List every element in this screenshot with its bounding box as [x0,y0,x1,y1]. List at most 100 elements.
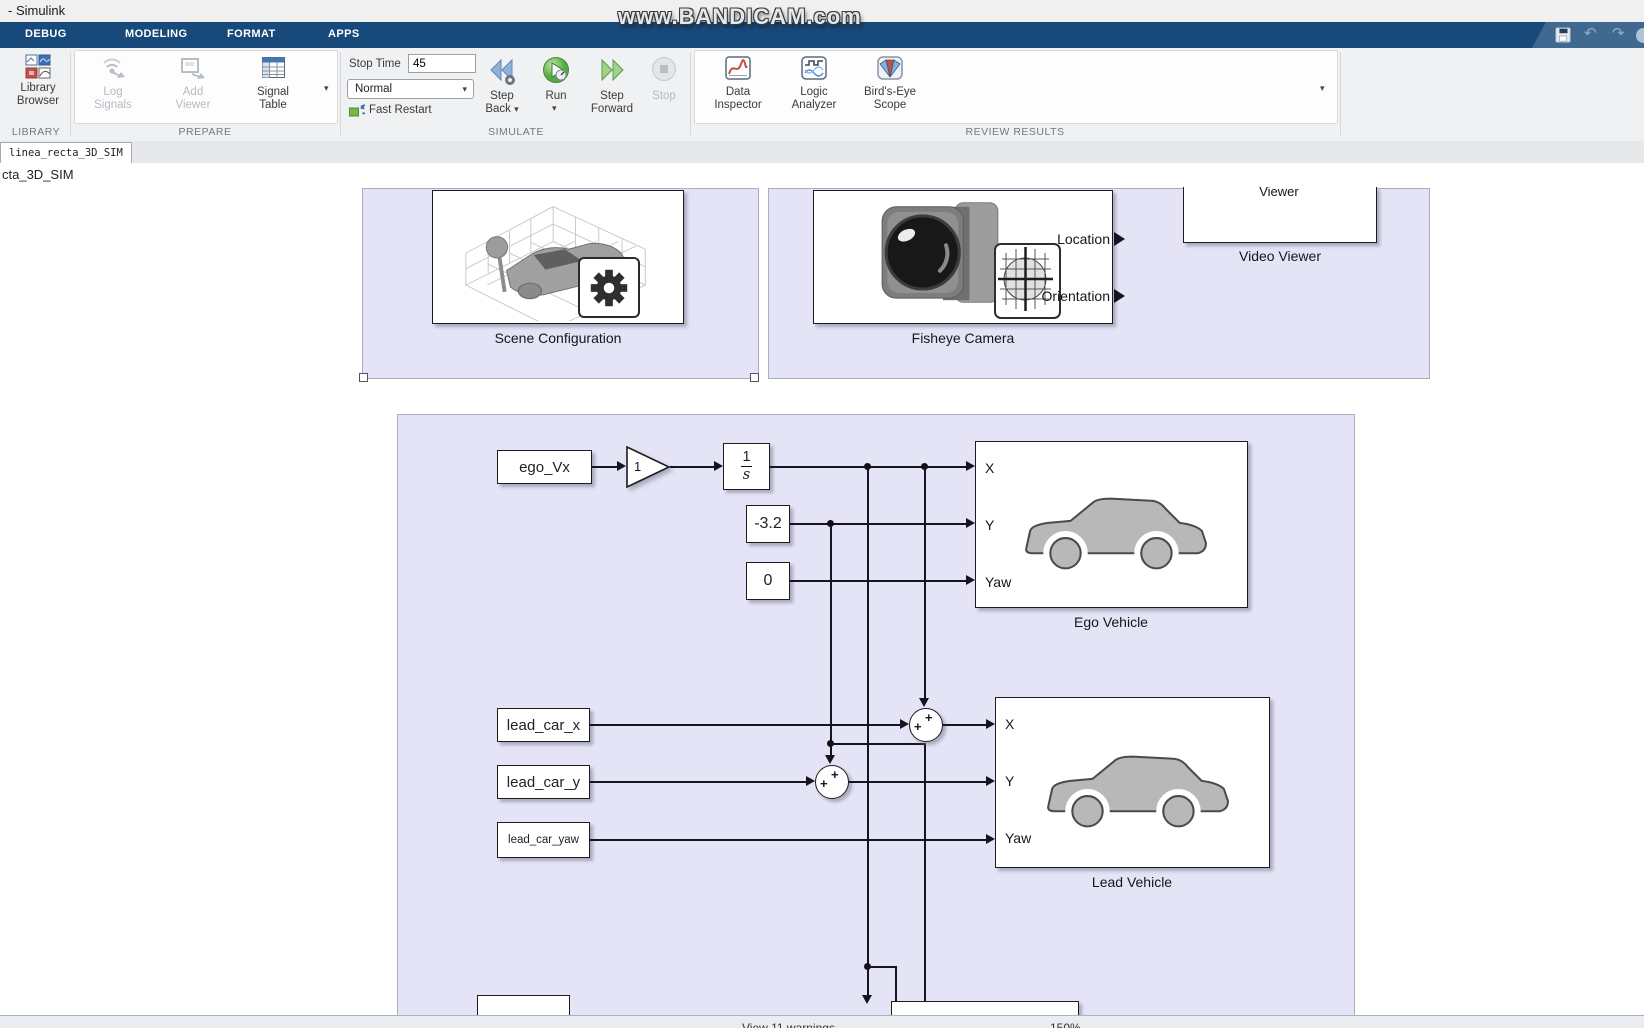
arrowhead [986,719,995,729]
arrowhead [966,461,975,471]
signal-table-button[interactable]: Signal Table [246,54,300,122]
signal-line[interactable] [590,781,806,783]
review-more-button[interactable]: ▾ [1320,83,1325,93]
signal-line[interactable] [867,966,869,996]
section-label-simulate: SIMULATE [488,126,544,138]
tab-format[interactable]: FORMAT [227,28,276,40]
log-signals-label: Log Signals [94,86,132,111]
signal-line[interactable] [924,743,926,1028]
signal-line[interactable] [590,839,987,841]
lead-car-yaw-label: lead_car_yaw [508,834,579,846]
video-viewer-block[interactable]: Viewer [1183,187,1377,243]
junction-dot [921,463,928,470]
window-title: - Simulink [8,3,66,18]
signal-line[interactable] [592,466,618,468]
gain-block[interactable]: 1 [626,445,671,493]
add-viewer-icon [179,56,207,87]
tab-debug[interactable]: DEBUG [25,28,67,40]
signal-line[interactable] [590,724,900,726]
ribbon-divider [690,52,691,136]
junction-dot [864,463,871,470]
redo-icon[interactable]: ↷ [1612,25,1625,42]
save-icon[interactable] [1554,26,1572,48]
run-options-caret[interactable]: ▾ [552,103,557,113]
arrowhead [806,776,815,786]
port-label-orientation: Orientation [1041,288,1110,304]
port-label-y: Y [985,517,995,533]
scene-configuration-block[interactable] [432,190,684,324]
stop-time-input[interactable] [408,54,476,73]
lead-car-x-source-block[interactable]: lead_car_x [497,708,590,742]
run-icon [542,56,570,89]
port-label-y: Y [1005,773,1015,789]
quick-access-toolbar: ↶ ↷ [1532,22,1644,48]
step-forward-label: Step Forward [590,90,634,115]
port-label-yaw: Yaw [1005,830,1032,846]
signal-line[interactable] [924,467,926,698]
output-port-icon [1114,289,1125,303]
birdseye-scope-button[interactable]: Bird's-Eye Scope [856,54,924,122]
arrowhead [919,698,929,707]
ego-vehicle-block[interactable]: X Y Yaw [975,441,1248,608]
logic-analyzer-label: Logic Analyzer [791,86,837,111]
breadcrumb-text[interactable]: cta_3D_SIM [2,167,74,182]
signal-line[interactable] [849,781,987,783]
step-back-button[interactable]: Step Back ▾ [480,54,524,122]
sum-block-y[interactable]: + + [815,765,849,799]
block-name-scene-configuration: Scene Configuration [494,330,622,346]
junction-dot [827,520,834,527]
logic-analyzer-button[interactable]: Logic Analyzer [784,54,844,122]
search-icon[interactable] [1636,28,1644,43]
fast-restart-label[interactable]: Fast Restart [369,104,432,116]
breadcrumb: cta_3D_SIM [0,163,1644,188]
signal-line[interactable] [867,467,869,966]
sum-block-x[interactable]: + + [909,708,943,742]
tab-modeling[interactable]: MODELING [125,28,188,40]
resize-handle[interactable] [750,373,759,382]
constant-block-y[interactable]: -3.2 [746,505,790,543]
port-label-x: X [985,460,995,476]
fisheye-camera-block[interactable]: Location Orientation [813,190,1113,324]
birdseye-scope-label: Bird's-Eye Scope [863,86,917,111]
chevron-down-icon: ▾ [514,104,519,114]
library-browser-button[interactable]: Library Browser [10,52,66,124]
ego-vx-source-block[interactable]: ego_Vx [497,450,592,484]
prepare-more-button[interactable]: ▾ [324,83,329,93]
lead-vehicle-block[interactable]: X Y Yaw [995,697,1270,868]
data-inspector-button[interactable]: Data Inspector [708,54,768,122]
ribbon-divider [340,52,341,136]
signal-line[interactable] [943,724,987,726]
stop-button[interactable]: Stop [644,54,684,122]
signal-line[interactable] [670,466,714,468]
arrowhead [862,995,872,1004]
fast-restart-icon[interactable] [349,104,370,118]
port-label-yaw: Yaw [985,574,1012,590]
signal-line[interactable] [830,743,832,755]
add-viewer-button[interactable]: Add Viewer [166,54,220,122]
signal-line[interactable] [790,523,966,525]
step-forward-button[interactable]: Step Forward [585,54,639,122]
run-label: Run [545,90,567,102]
simulation-mode-dropdown[interactable]: Normal ▾ [347,79,474,99]
signal-line[interactable] [867,966,897,968]
signal-line[interactable] [830,743,926,745]
signal-line[interactable] [830,524,832,743]
lead-car-yaw-source-block[interactable]: lead_car_yaw [497,822,590,858]
zoom-level: 150% [1050,1021,1081,1028]
constant-block-yaw[interactable]: 0 [746,562,790,600]
undo-icon[interactable]: ↶ [1584,25,1597,42]
model-canvas[interactable]: Scene Configuration [0,187,1644,1028]
warnings-notification[interactable]: View 11 warnings [742,1021,835,1028]
log-signals-button[interactable]: Log Signals [86,54,140,122]
lead-car-y-source-block[interactable]: lead_car_y [497,765,590,799]
arrowhead [966,575,975,585]
run-button[interactable]: Run ▾ [538,54,574,122]
port-label-location: Location [1057,231,1110,247]
data-inspector-label: Data Inspector [714,86,762,111]
resize-handle[interactable] [359,373,368,382]
tab-apps[interactable]: APPS [328,28,360,40]
signal-line[interactable] [790,580,966,582]
document-tab[interactable]: linea_recta_3D_SIM [0,142,132,164]
signal-line[interactable] [895,966,897,1028]
